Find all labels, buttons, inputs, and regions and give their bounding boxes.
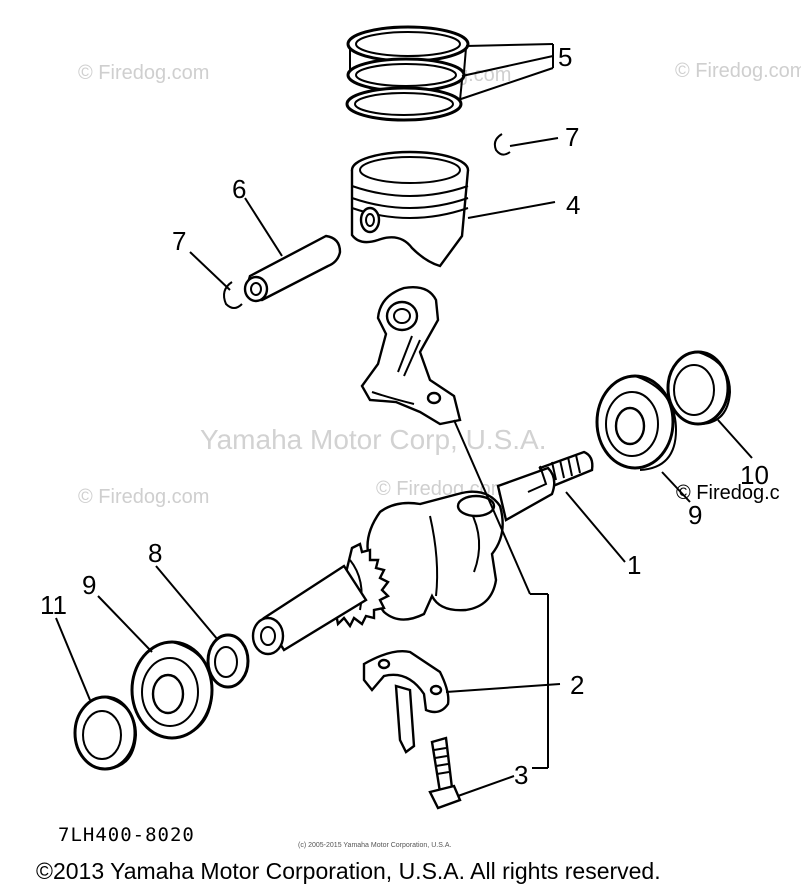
leader-lines [55, 43, 753, 797]
watermark-top-right: © Firedog.com [675, 60, 801, 82]
bearing-right [595, 374, 678, 471]
thrust-washer [206, 633, 250, 689]
footer-copyright: ©2013 Yamaha Motor Corporation, U.S.A. A… [36, 858, 661, 884]
small-copyright: (c) 2005-2015 Yamaha Motor Corporation, … [298, 842, 452, 849]
piston-rings [345, 25, 470, 122]
rod-bolt [428, 736, 462, 810]
callout-8: 8 [148, 538, 163, 568]
callout-11: 11 [40, 590, 67, 620]
callout-9-left: 9 [82, 570, 97, 600]
connecting-rod [360, 286, 462, 426]
diagram-code: 7LH400-8020 [58, 824, 195, 846]
piston-pin-clip-top [493, 133, 511, 156]
callout-7-top: 7 [565, 122, 580, 152]
piston-pin [243, 234, 342, 303]
callout-4: 4 [566, 190, 581, 220]
bearing-left [130, 640, 214, 740]
crankshaft [251, 450, 594, 656]
callout-2: 2 [570, 670, 585, 700]
watermark-mid-left: © Firedog.com [78, 486, 210, 508]
callout-5: 5 [558, 42, 573, 72]
callout-1: 1 [627, 550, 642, 580]
piston [350, 150, 470, 268]
callout-7-left: 7 [172, 226, 187, 256]
callout-6: 6 [232, 174, 247, 204]
callout-9-right: 9 [688, 500, 703, 530]
oil-seal-left [73, 695, 138, 771]
callout-10: 10 [740, 460, 769, 490]
callout-3: 3 [514, 760, 529, 790]
watermark-top-left: © Firedog.com [78, 62, 210, 84]
watermark-right-edge: © Firedog.c [676, 482, 780, 504]
oil-seal-right [666, 350, 732, 426]
watermark-corp: Yamaha Motor Corp, U.S.A. [200, 424, 547, 455]
rod-cap [362, 650, 450, 754]
